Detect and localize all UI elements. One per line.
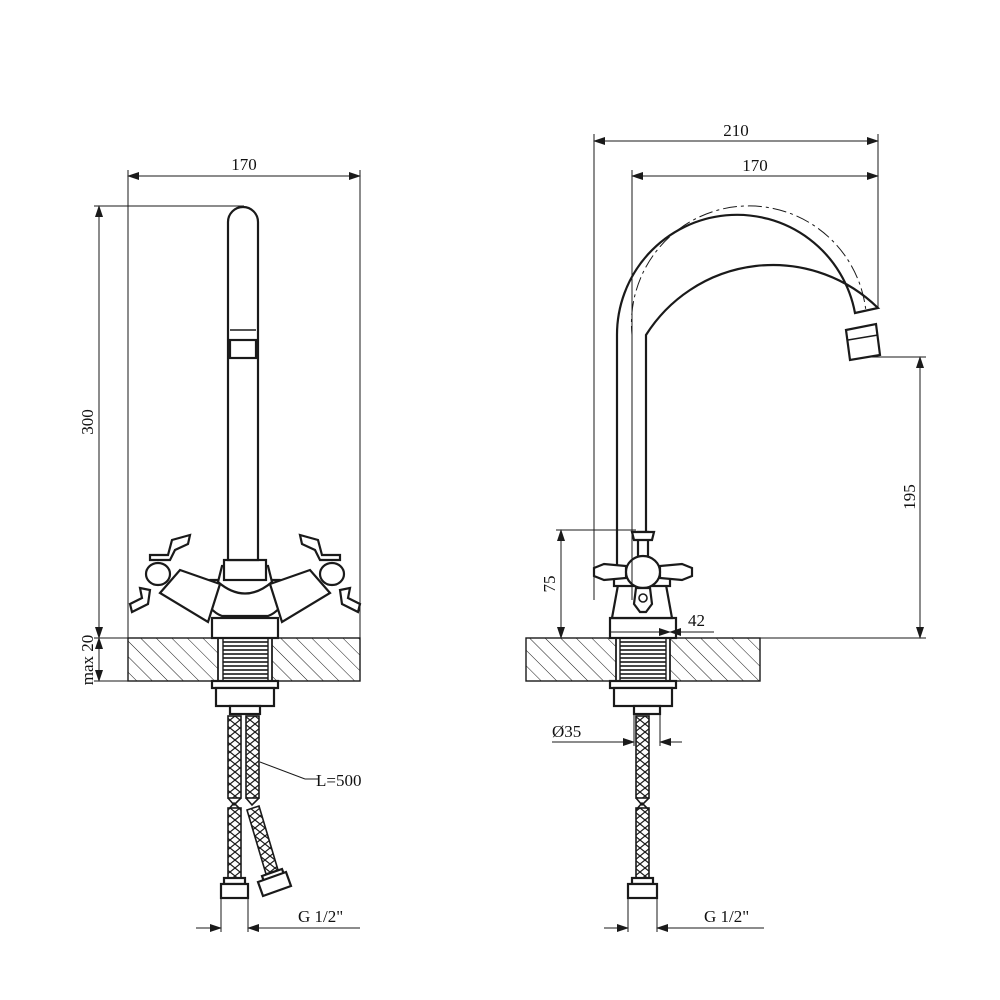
front-thread-dimension: G 1/2": [196, 898, 360, 932]
side-view: 210 170 195 75 42: [525, 121, 926, 932]
side-thread-dimension: G 1/2": [604, 898, 764, 932]
front-width-dimension: 170: [127, 155, 361, 640]
front-width-label: 170: [231, 155, 257, 174]
side-thread-label: G 1/2": [704, 907, 749, 926]
front-countertop: [127, 637, 361, 682]
side-reach-label: 170: [742, 156, 768, 175]
side-mounting-nut: [608, 679, 678, 716]
side-diameter-dimension: Ø35: [552, 714, 682, 746]
front-faucet-body: [128, 533, 362, 640]
side-diameter-label: Ø35: [552, 722, 581, 741]
front-left-hose: [219, 715, 250, 900]
side-overall-label: 210: [723, 121, 749, 140]
front-hose-length-label: L=500: [316, 771, 361, 790]
front-right-hose: [245, 715, 293, 898]
front-spout: [226, 205, 260, 562]
side-spout-height-label: 195: [900, 484, 919, 510]
front-height-label: 300: [78, 409, 97, 435]
front-thread-label: G 1/2": [298, 907, 343, 926]
side-overall-dimension: 210: [593, 121, 879, 600]
side-hose: [626, 715, 659, 900]
front-mounting-nut: [210, 679, 280, 716]
side-spout: [615, 205, 882, 576]
side-cross-handle: [592, 530, 694, 614]
side-countertop: [525, 637, 761, 682]
side-body-dimension: 42: [610, 611, 714, 636]
side-handle-height-dimension: 75: [540, 529, 636, 639]
side-reach-dimension: 170: [631, 156, 879, 600]
front-hose-leader: L=500: [259, 761, 361, 790]
side-body-label: 42: [688, 611, 705, 630]
front-view: 170 300 max 20 L=500 G 1/2": [78, 155, 361, 932]
side-handle-height-label: 75: [540, 576, 559, 593]
side-spout-height-dimension: 195: [760, 356, 926, 639]
front-deck-label: max 20: [78, 635, 97, 686]
front-deck-dimension: max 20: [78, 635, 128, 686]
